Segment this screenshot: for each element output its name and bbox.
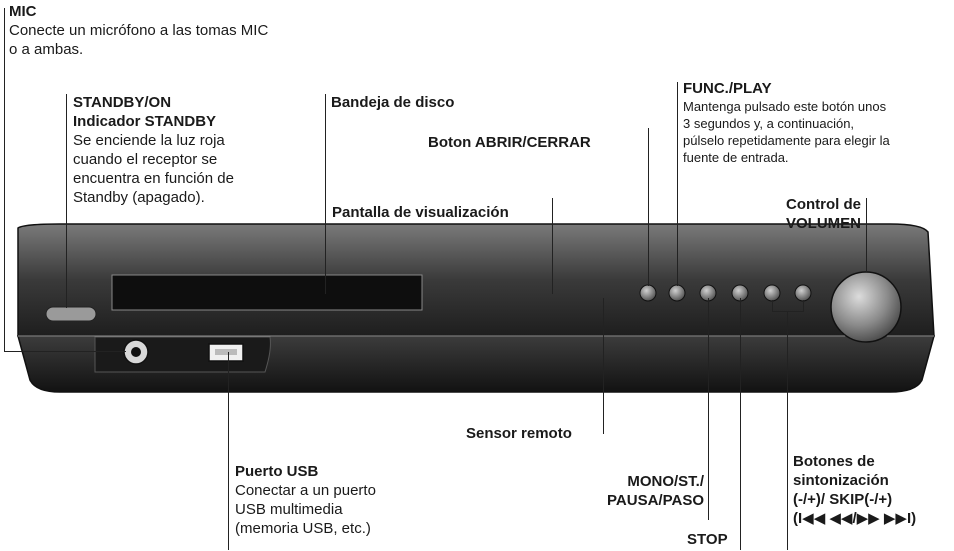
func-play-label: FUNC./PLAY Mantenga pulsado este botón u… (683, 79, 890, 166)
display-label: Pantalla de visualización (332, 204, 509, 221)
leader-display (552, 198, 553, 294)
standby-title-2: Indicador STANDBY (73, 113, 217, 130)
lower-recess (94, 336, 271, 373)
usb-label: Puerto USB Conectar a un puerto USB mult… (235, 462, 376, 538)
mic-title: MIC (9, 3, 37, 20)
mic-label: MIC Conecte un micrófono a las tomas MIC… (9, 2, 268, 59)
mic-desc-2: o a ambas. (9, 41, 84, 58)
usb-desc-2: USB multimedia (235, 501, 343, 518)
usb-title: Puerto USB (235, 463, 319, 480)
func-play-desc-3: púlselo repetidamente para elegir la (683, 133, 890, 148)
func-play-desc-4: fuente de entrada. (683, 150, 789, 165)
volume-label: Control de VOLUMEN (767, 195, 861, 233)
leader-tune-v (787, 311, 788, 550)
leader-standby (66, 94, 67, 308)
leader-stop (740, 298, 741, 550)
standby-label: STANDBY/ON Indicador STANDBY Se enciende… (73, 93, 234, 207)
tuning-label-4: (I◀◀ ◀◀/▶▶ ▶▶I) (793, 510, 917, 527)
mono-label: MONO/ST./ PAUSA/PASO (584, 472, 704, 510)
leader-usb (228, 352, 229, 550)
leader-mono (708, 298, 709, 520)
open-close-label: Boton ABRIR/CERRAR (428, 134, 591, 151)
mic-desc-1: Conecte un micrófono a las tomas MIC (9, 22, 269, 39)
standby-indicator (45, 306, 97, 322)
volume-label-2: VOLUMEN (786, 215, 861, 232)
open-close-button (639, 284, 657, 302)
leader-mic-h (4, 351, 126, 352)
volume-label-1: Control de (786, 196, 861, 213)
tuning-label-2: sintonización (793, 472, 889, 489)
leader-mic-v (4, 8, 5, 352)
leader-tune-r (803, 300, 804, 311)
standby-desc-4: Standby (apagado). (73, 189, 205, 206)
leader-func-play (677, 82, 678, 286)
tray-label: Bandeja de disco (331, 94, 455, 111)
volume-knob (830, 271, 902, 343)
leader-remote (603, 298, 604, 434)
display-window (111, 274, 423, 311)
leader-tune-h (772, 311, 804, 312)
tune-minus-button (763, 284, 781, 302)
control-buttons (639, 284, 812, 302)
standby-desc-1: Se enciende la luz roja (73, 132, 225, 149)
tuning-label-1: Botones de (793, 453, 875, 470)
leader-tray (325, 94, 326, 294)
standby-title-1: STANDBY/ON (73, 94, 172, 111)
standby-desc-3: encuentra en función de (73, 170, 234, 187)
func-play-desc-1: Mantenga pulsado este botón unos (683, 99, 887, 114)
standby-desc-2: cuando el receptor se (73, 151, 218, 168)
tuning-label: Botones de sintonización (-/+)/ SKIP(-/+… (793, 452, 916, 528)
stop-label: STOP (687, 531, 728, 548)
leader-tune-l (772, 300, 773, 311)
tuning-label-3: (-/+)/ SKIP(-/+) (793, 491, 893, 508)
remote-label: Sensor remoto (466, 425, 572, 442)
func-play-desc-2: 3 segundos y, a continuación, (683, 116, 855, 131)
func-play-title: FUNC./PLAY (683, 80, 772, 97)
func-play-button (668, 284, 686, 302)
leader-open-close (648, 128, 649, 286)
tune-plus-button (794, 284, 812, 302)
leader-volume (866, 198, 867, 272)
mono-label-1: MONO/ST./ (627, 473, 704, 490)
mono-label-2: PAUSA/PASO (607, 492, 704, 509)
usb-desc-3: (memoria USB, etc.) (235, 520, 371, 537)
usb-desc-1: Conectar a un puerto (235, 482, 376, 499)
